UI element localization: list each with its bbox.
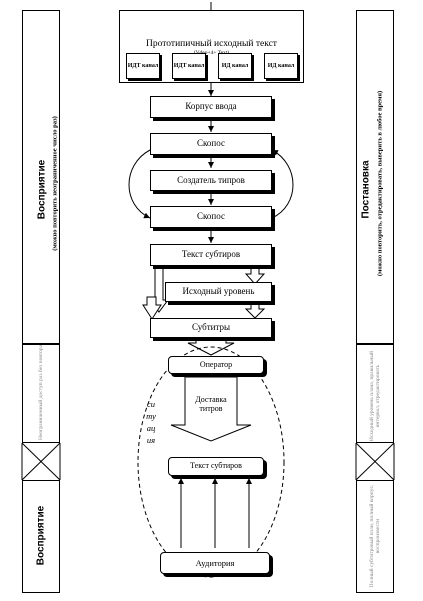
left-panel-note-box: [22, 344, 60, 443]
right-panel-top: [356, 10, 394, 344]
right-panel-bottom-note: Полный субтитровый план, полный корпус, …: [368, 484, 381, 588]
corpus-box: Корпус ввода: [150, 96, 272, 118]
channel-4: ИД канал: [264, 53, 298, 79]
loop-right-arrow: [271, 149, 294, 219]
right-panel-subheading: (можно повторить, отредактировать, вывер…: [376, 90, 384, 277]
situation-text: ситуация: [146, 399, 156, 445]
right-x-2: [355, 442, 395, 481]
channel-1: ИДТ канал: [126, 53, 160, 79]
delivery-text: Доставка титров: [195, 394, 227, 413]
right-panel-bottom: [356, 480, 394, 593]
hollow-arrow-right-2: [244, 302, 266, 319]
subtitle-text-box: Текст субтиров: [150, 244, 272, 266]
spotting-box-2: Скопос: [150, 206, 272, 228]
channel-4-label: ИД канал: [267, 62, 295, 69]
situation-label: ситуация: [145, 398, 157, 446]
channel-3-label: ИД канал: [221, 62, 249, 69]
right-panel-heading: Постановка: [360, 160, 372, 219]
source-level-box: Исходный уровень: [165, 282, 272, 302]
left-panel-bottom-heading: Восприятие: [35, 505, 47, 566]
channel-3: ИД канал: [218, 53, 252, 79]
loop-left-arrow: [128, 149, 151, 219]
operator-box: Оператор: [168, 356, 264, 374]
right-panel-note-box: [356, 344, 394, 443]
left-panel-top: [22, 10, 60, 344]
hollow-arrow-right-1: [244, 265, 266, 285]
source-text-subtitle: (Vdeo+4+ Text): [193, 49, 230, 56]
channel-2-label: ИДТ канал: [173, 62, 205, 69]
left-panel-subheading: (можно повторить неограниченное число ра…: [51, 116, 59, 251]
delivery-arrow: [170, 376, 252, 442]
type-creator-box: Создатель типров: [150, 170, 272, 191]
subtitle-text-box-2: Текст субтиров: [168, 457, 264, 476]
right-panel-note: Исходный уровень плана, правильный интер…: [368, 351, 381, 442]
source-text-title: Прототипичный исходный текст: [146, 38, 277, 49]
spotting-box-1: Скопос: [150, 133, 272, 155]
audience-box: Аудитория: [160, 552, 270, 574]
left-panel-bottom: [22, 480, 60, 593]
left-panel-heading: Восприятие: [36, 159, 48, 220]
delivery-label: Доставка титров: [194, 381, 228, 427]
subtitles-box: Субтитры: [150, 318, 272, 338]
hollow-arrow-left-2: [142, 296, 162, 320]
channel-2: ИДТ канал: [172, 53, 206, 79]
left-x-2: [21, 442, 61, 481]
left-panel-note: Неограниченный доступ раз без повтора: [38, 344, 44, 440]
hollow-arrow-subtitles-operator: [187, 336, 235, 356]
situation-ellipse: [137, 346, 285, 578]
channel-1-label: ИДТ канал: [127, 62, 159, 69]
